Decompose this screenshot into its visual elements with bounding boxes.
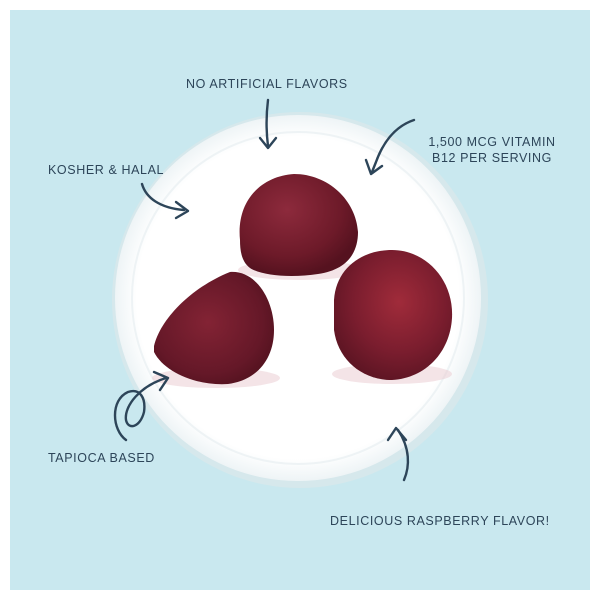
- label-tapioca-based: TAPIOCA BASED: [48, 451, 155, 465]
- label-raspberry-flavor: DELICIOUS RASPBERRY FLAVOR!: [330, 514, 550, 528]
- gummy-right: [332, 250, 453, 384]
- curved-arrow-icon: [364, 118, 416, 176]
- gummy-left: [152, 271, 280, 388]
- arrow-down-icon: [258, 98, 278, 150]
- curved-arrow-icon: [140, 182, 190, 220]
- plate: [112, 112, 488, 488]
- gummy-top: [238, 174, 362, 280]
- label-vitamin-b12: 1,500 MCG VITAMIN B12 PER SERVING: [428, 135, 556, 165]
- curved-arrow-icon: [386, 426, 410, 482]
- loop-arrow-icon: [113, 370, 170, 442]
- label-kosher-halal: KOSHER & HALAL: [48, 163, 165, 177]
- label-no-artificial-flavors: NO ARTIFICIAL FLAVORS: [186, 77, 348, 91]
